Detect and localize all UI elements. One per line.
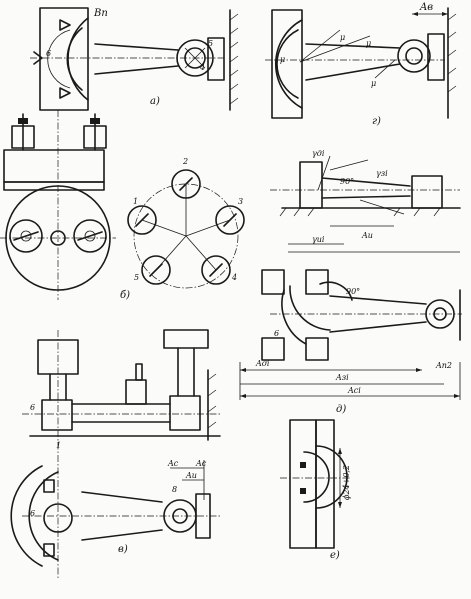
label-dim-e: ϕ24+0,2 bbox=[342, 465, 351, 500]
panel-g-drawing bbox=[265, 7, 457, 119]
label-gamma-di: γдi bbox=[312, 149, 325, 158]
label-a-c: Aс bbox=[195, 459, 207, 468]
panel-b-drawing bbox=[0, 110, 245, 300]
label-six-d: 6 bbox=[274, 329, 279, 338]
label-four-a: 4 bbox=[199, 63, 205, 72]
panel-label-a: а) bbox=[150, 96, 160, 107]
label-mu-4: μ bbox=[371, 79, 376, 88]
panel-label-d: д) bbox=[336, 404, 346, 415]
label-eight: 8 bbox=[172, 485, 177, 494]
label-gamma-ui: γиi bbox=[312, 235, 325, 244]
label-b-p: Bп bbox=[93, 8, 108, 19]
label-six-v: 6 bbox=[30, 403, 35, 412]
label-mu-1: μ bbox=[280, 55, 285, 64]
label-five: 5 bbox=[208, 39, 213, 48]
panel-label-b: б) bbox=[120, 290, 130, 301]
label-a-n2: Aп2 bbox=[435, 361, 452, 370]
label-station-5: 5 bbox=[134, 273, 139, 282]
label-one-v: 1 bbox=[56, 441, 61, 450]
label-a-ui: Aи bbox=[361, 231, 373, 240]
label-gamma-zi: γзi bbox=[376, 169, 388, 178]
panel-d-drawing bbox=[239, 155, 462, 400]
label-a-v: Aв bbox=[419, 2, 433, 13]
label-six-v2: 6 bbox=[30, 509, 35, 518]
label-a-ci: Aсi bbox=[347, 386, 361, 395]
label-station-2: 2 bbox=[182, 157, 188, 166]
label-a-c-upper: Aс bbox=[167, 459, 179, 468]
label-mu-2: μ bbox=[340, 33, 345, 42]
label-six-a: 6 bbox=[46, 49, 51, 58]
label-angle-lower: 90° bbox=[346, 287, 360, 296]
label-a-di: Aдi bbox=[255, 359, 270, 368]
panel-label-g: г) bbox=[372, 116, 381, 127]
label-station-4: 4 bbox=[231, 273, 237, 282]
panel-label-e: е) bbox=[330, 550, 340, 561]
label-a-u: Aи bbox=[185, 471, 197, 480]
label-mu-3: μ bbox=[366, 39, 371, 48]
label-a-zi: Aзi bbox=[335, 373, 349, 382]
panel-e-drawing bbox=[280, 419, 350, 549]
panel-v-drawing bbox=[10, 329, 221, 580]
label-station-1: 1 bbox=[133, 197, 138, 206]
label-station-3: 3 bbox=[238, 197, 243, 206]
panel-a-drawing bbox=[30, 7, 239, 111]
panel-label-v: в) bbox=[118, 544, 128, 555]
label-angle-upper: 90° bbox=[340, 177, 354, 186]
